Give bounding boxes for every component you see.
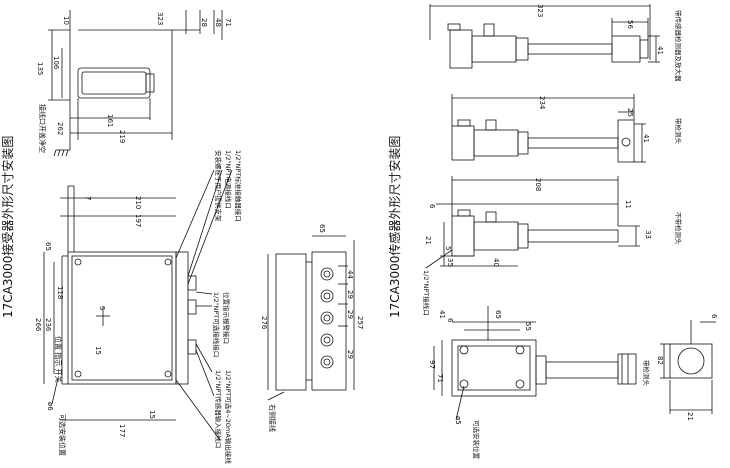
side-dim-29c: 29 — [346, 350, 354, 359]
end-dim-41: 41 — [438, 310, 446, 319]
sensor-mid-view — [451, 94, 646, 163]
side-dim-65: 65 — [318, 224, 326, 233]
sensor-long-dim-323: 323 — [536, 4, 544, 17]
top-dim-106: 106 — [52, 56, 60, 70]
front-dim-65: 65 — [44, 242, 52, 251]
cross-dim-21: 21 — [686, 412, 694, 421]
top-dim-262: 262 — [56, 122, 64, 135]
sensor-mid-dim-234: 234 — [538, 96, 546, 110]
top-dim-135: 135 — [36, 62, 44, 75]
top-dim-323: 323 — [156, 12, 164, 25]
front-label-mount-position: 可选安装位置 — [58, 414, 67, 456]
front-dim-7: 7 — [84, 196, 92, 200]
end-dim-71: 71 — [436, 374, 444, 383]
front-dim-177: 177 — [118, 424, 126, 437]
top-note-clearance: 接线口开盖净空 — [38, 104, 47, 153]
sensor-short-label: 不带检测头 — [674, 212, 683, 245]
end-dim-97: 97 — [428, 360, 436, 369]
top-dim-10: 10 — [62, 16, 70, 25]
front-label-position-switch: 位置 指示 开关 — [54, 336, 63, 382]
sensor-mid-dim-25: 25 — [626, 108, 634, 117]
front-dim-15b: 15 — [148, 410, 156, 419]
sensor-title: 17CA3000传感器外形尺寸安装图 — [387, 136, 402, 318]
side-dim-29b: 29 — [346, 310, 354, 319]
sensor-short-dim-33: 33 — [644, 230, 652, 239]
front-dim-210: 210 — [134, 196, 142, 209]
top-dim-48: 48 — [214, 18, 222, 27]
front-dim-266: 266 — [34, 318, 42, 332]
sensor-short-port: 1/2"NPT接线口 — [422, 270, 431, 316]
side-label-right-wiring: 右侧接线 — [268, 404, 277, 432]
sensor-cross-section — [660, 320, 716, 414]
callout-sensor-input: 1/2"NPT传感器输入接线口 — [214, 370, 223, 448]
sensor-long-label: 带传感器检测器及放大器 — [674, 10, 683, 82]
sensor-short-dim-6: 6 — [428, 204, 436, 209]
sensor-short-dim-5: 5 — [444, 246, 452, 250]
receiver-top-view — [48, 10, 223, 157]
callout-4-20ma: 1/2"NPT可选4~20mA输出接线口 — [224, 370, 233, 464]
cross-dim-6: 6 — [710, 314, 718, 319]
sensor-long-dim-56: 56 — [626, 20, 634, 29]
receiver-title: 17CA3000接受器外形尺寸安装图 — [0, 136, 15, 318]
receiver-side-view — [267, 235, 355, 401]
receiver-front-view — [43, 169, 233, 441]
side-dim-29a: 29 — [346, 290, 354, 299]
end-label-mount: 可选安装位置 — [472, 420, 481, 460]
front-dim-197: 197 — [134, 214, 142, 227]
sensor-short-dim-40: 40 — [492, 258, 500, 267]
top-dim-28: 28 — [200, 18, 208, 27]
callout-alarm: 位置指示报警接口 — [222, 292, 231, 344]
sensor-short-dim-35: 35 — [446, 258, 454, 267]
side-dim-276: 276 — [260, 316, 268, 330]
front-dim-236: 236 — [44, 318, 52, 332]
sensor-end-view — [433, 306, 637, 421]
end-dim-6: 6 — [446, 318, 454, 323]
callout-contactor: 1/2"NPT标准接触器接口 — [234, 150, 243, 222]
sensor-short-view — [425, 176, 640, 269]
sensor-short-dim-21: 21 — [424, 236, 432, 245]
sensor-short-dim-208: 208 — [534, 178, 542, 191]
side-dim-44: 44 — [346, 270, 354, 279]
sensor-long-view — [429, 4, 660, 69]
callout-power: 1/2"NPT电源接线口 — [224, 150, 233, 209]
sensor-mid-dim-41: 41 — [642, 134, 650, 143]
front-dim-5: 5 — [98, 306, 106, 310]
callout-bracket: 安装螺栓于用户提供支架 — [214, 150, 223, 222]
top-dim-71: 71 — [224, 18, 232, 27]
cross-dim-82: 82 — [656, 356, 664, 365]
sensor-mid-label: 带检测头 — [674, 118, 683, 145]
side-dim-257: 257 — [356, 316, 364, 329]
end-label-with-head: 带检测头 — [642, 360, 651, 387]
top-dim-161: 161 — [106, 114, 114, 127]
end-dim-55: 55 — [524, 322, 532, 331]
top-dim-219: 219 — [118, 130, 126, 143]
front-dim-dia6: ø6 — [46, 402, 54, 411]
end-dim-65: 65 — [494, 310, 502, 319]
sensor-short-dim-11: 11 — [624, 200, 632, 209]
sensor-long-dim-41: 41 — [656, 46, 664, 55]
callout-optional: 1/2"NPT可选接线接口 — [212, 292, 221, 357]
end-dim-dia5: ø5 — [454, 416, 462, 425]
front-dim-15a: 15 — [94, 346, 102, 355]
front-dim-118: 118 — [56, 286, 64, 299]
